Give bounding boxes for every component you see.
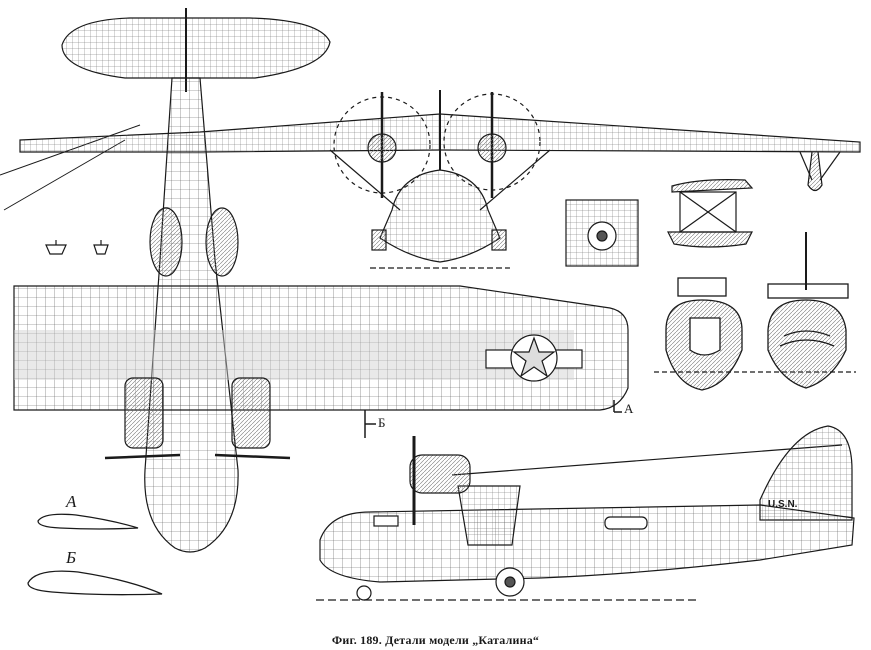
- label-section-a-marker: А: [624, 401, 634, 416]
- plan-view: [0, 8, 629, 553]
- plan-roundel: [485, 334, 583, 382]
- figure-caption: Фиг. 189. Детали модели „Каталина“: [331, 633, 540, 647]
- side-hull: [319, 504, 855, 583]
- wheel-detail: [565, 199, 639, 267]
- hull-sections: [654, 232, 856, 391]
- side-view: [316, 425, 855, 601]
- label-section-a-plan: А: [66, 492, 77, 511]
- label-section-b-plan: Б: [66, 548, 77, 567]
- side-fin: [759, 425, 853, 521]
- label-section-b-marker: Б: [378, 415, 386, 430]
- airfoil-sections: [27, 513, 163, 596]
- rib-profiles: [45, 240, 109, 255]
- front-view: [19, 90, 861, 269]
- plan-horizontal-tail: [61, 17, 331, 79]
- front-hull: [379, 169, 501, 263]
- plan-wing: [13, 285, 629, 411]
- airfoil-section-b: [27, 570, 163, 596]
- plan-nacelles: [149, 207, 239, 277]
- hull-marking: U.S.N.: [768, 499, 798, 510]
- float-detail: [667, 179, 754, 248]
- plan-engines: [104, 377, 291, 460]
- airfoil-section-a: [37, 513, 139, 530]
- hull-section-right: [767, 299, 847, 389]
